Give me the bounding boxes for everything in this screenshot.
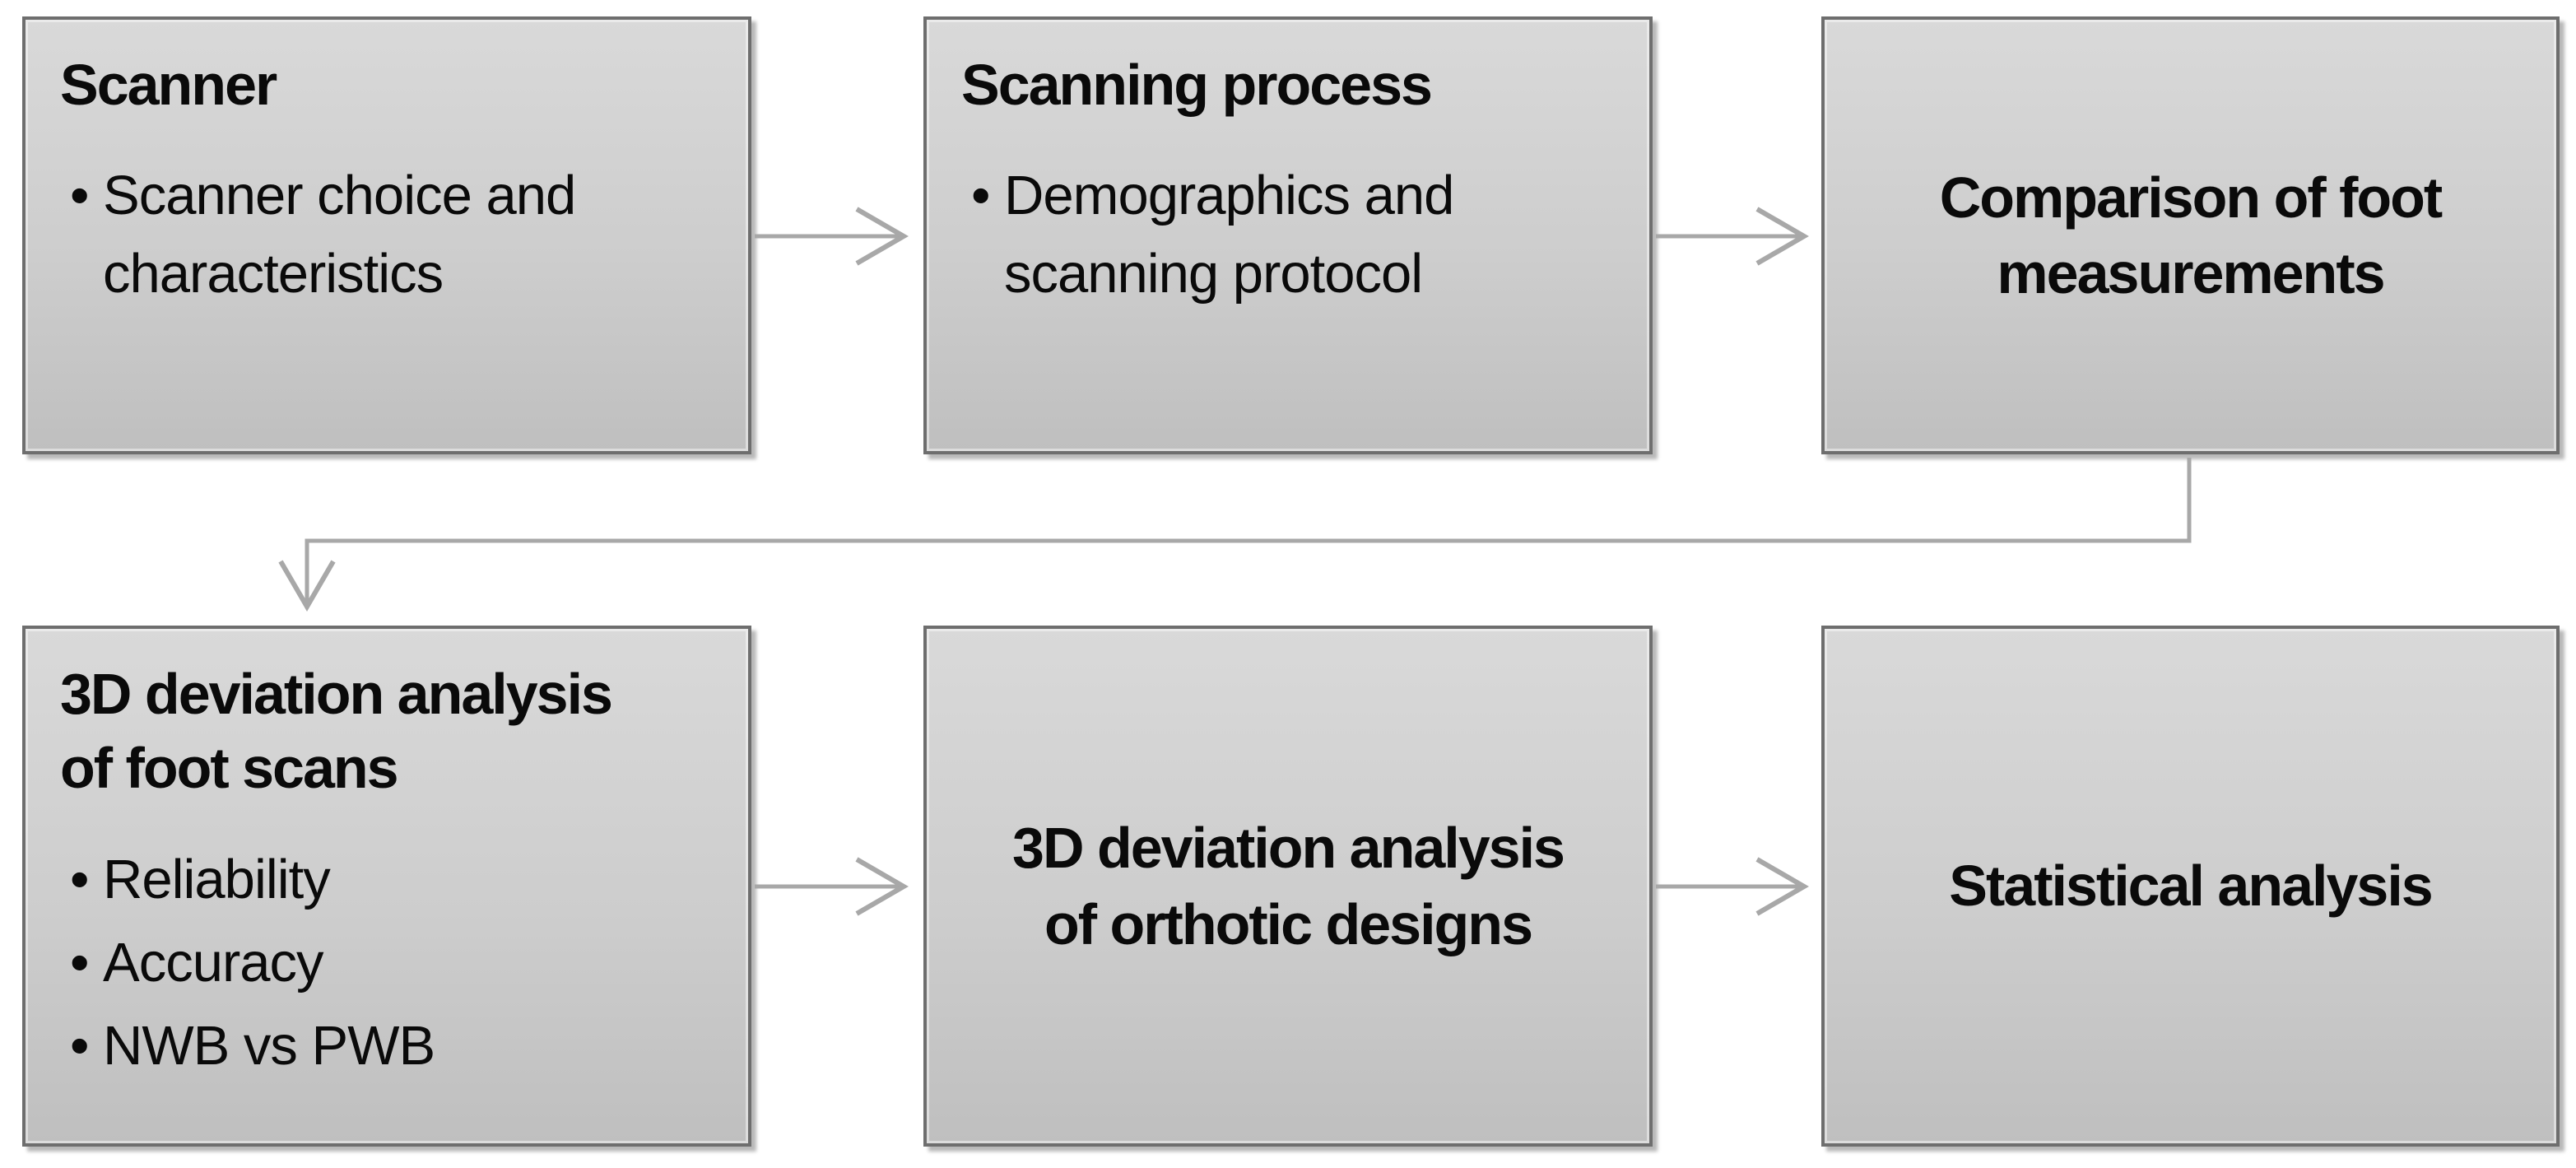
box-title: Statistical analysis [1949,854,2433,919]
box-title: 3D deviation analysis of foot scans [60,662,613,801]
bullet-item: •Reliability [60,840,723,919]
bullet-dot: • [70,1014,89,1077]
box-title: 3D deviation analysis of orthotic design… [1012,816,1565,956]
bullet-text: Demographics and scanning protocol [1004,165,1454,305]
elbow-comparison-to-foot-scans-shaft [305,458,2192,603]
bullet-dot: • [971,165,990,227]
bullet-item: •Scanner choice and characteristics [60,156,723,313]
flow-box-statistical-analysis: Statistical analysis [1821,626,2560,1147]
bullet-item: •NWB vs PWB [60,1007,723,1085]
bullet-dot: • [70,848,89,910]
bullet-text: Reliability [103,848,331,910]
box-title: Comparison of foot measurements [1939,165,2443,305]
flow-box-scanning-process: Scanning process •Demographics and scann… [923,16,1653,454]
box-title: Scanner [60,53,277,117]
flow-box-3d-deviation-analysis-foot-scans: 3D deviation analysis of foot scans •Rel… [22,626,751,1147]
bullet-item: •Accuracy [60,924,723,1002]
arrow-scanner-to-scanning-process-head-icon [855,207,909,266]
elbow-comparison-to-foot-scans-head-icon [278,560,336,612]
arrow-foot-scans-to-orthotic-designs-head-icon [855,857,909,916]
bullet-text: Accuracy [103,931,324,993]
bullet-list: •Demographics and scanning protocol [961,156,1625,313]
bullet-text: NWB vs PWB [103,1014,435,1077]
bullet-item: •Demographics and scanning protocol [961,156,1625,313]
bullet-text: Scanner choice and characteristics [103,165,576,305]
bullet-list: •Reliability •Accuracy •NWB vs PWB [60,840,723,1085]
flow-box-comparison-of-foot-measurements: Comparison of foot measurements [1821,16,2560,454]
flow-box-scanner: Scanner •Scanner choice and characterist… [22,16,751,454]
bullet-dot: • [70,931,89,993]
bullet-list: •Scanner choice and characteristics [60,156,723,313]
box-title: Scanning process [961,53,1433,117]
arrow-scanning-process-to-comparison-head-icon [1755,207,1809,266]
flow-box-3d-deviation-analysis-orthotic-designs: 3D deviation analysis of orthotic design… [923,626,1653,1147]
bullet-dot: • [70,165,89,227]
arrow-orthotic-designs-to-statistical-head-icon [1755,857,1809,916]
